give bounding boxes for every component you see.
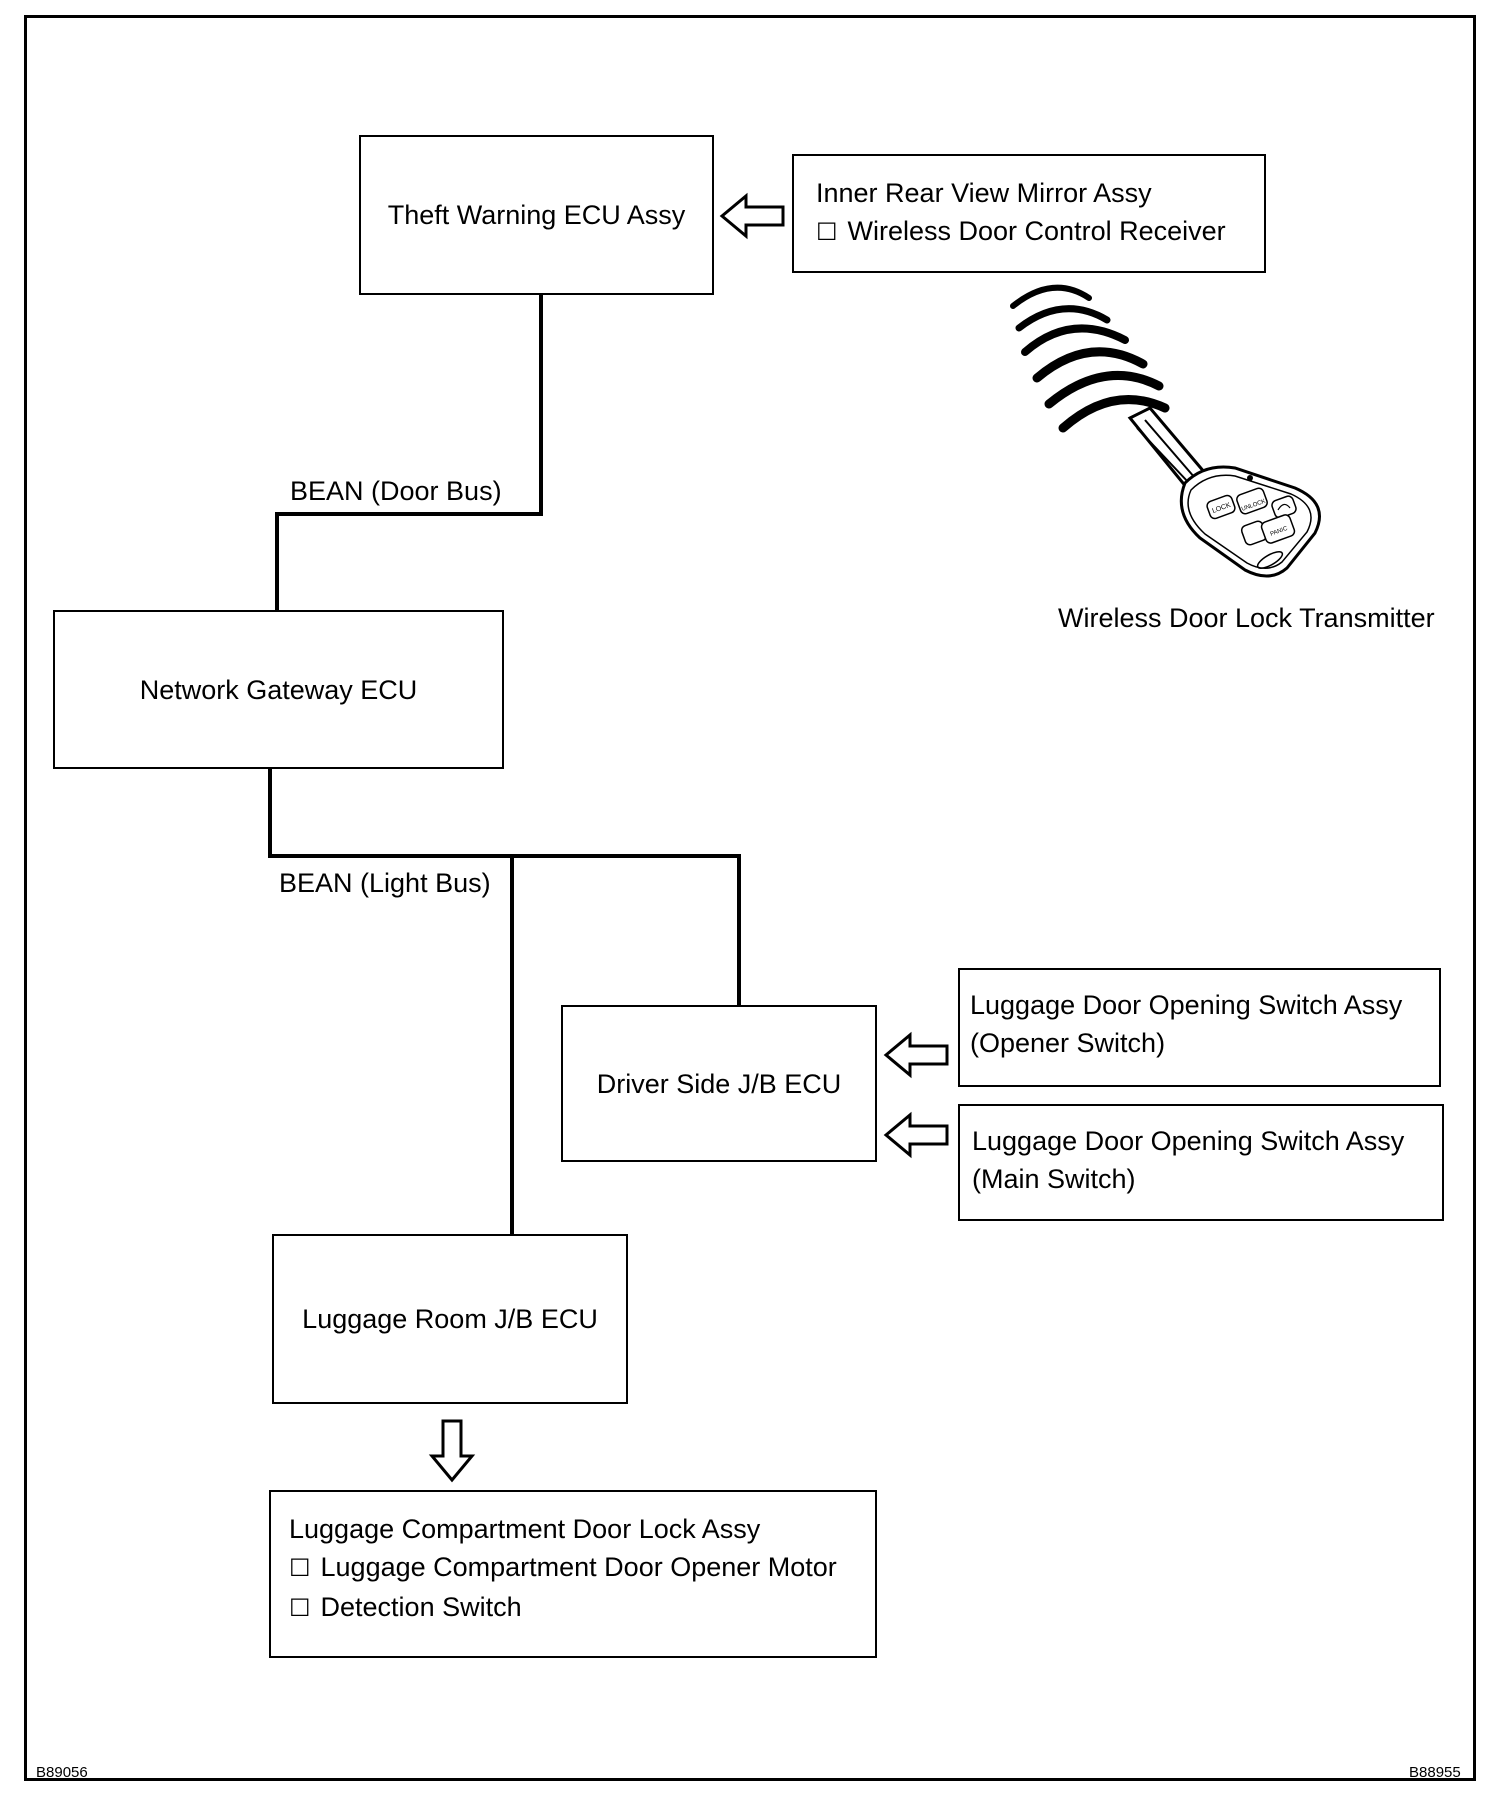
light-bus-label: BEAN (Light Bus) bbox=[279, 868, 491, 898]
arrow-mirror-to-theft bbox=[719, 192, 785, 240]
mirror-assy-box: Inner Rear View Mirror Assy ☐ Wireless Do… bbox=[792, 154, 1266, 273]
theft-warning-ecu-label: Theft Warning ECU Assy bbox=[387, 200, 686, 230]
driver-side-jb-ecu-box: Driver Side J/B ECU bbox=[561, 1005, 877, 1162]
main-switch-line2: (Main Switch) bbox=[972, 1164, 1136, 1194]
figure-code-left: B89056 bbox=[36, 1764, 88, 1781]
door-lock-item: ☐ Luggage Compartment Door Opener Motor bbox=[289, 1548, 875, 1588]
arrow-opener-to-driver bbox=[883, 1031, 949, 1079]
door-lock-item-text: Luggage Compartment Door Opener Motor bbox=[320, 1552, 837, 1582]
signal-wave-3 bbox=[1021, 324, 1129, 356]
opener-switch-box: Luggage Door Opening Switch Assy (Opener… bbox=[958, 968, 1441, 1087]
checkbox-icon: ☐ bbox=[289, 1555, 311, 1582]
theft-warning-ecu-box: Theft Warning ECU Assy bbox=[359, 135, 714, 295]
opener-switch-line1: Luggage Door Opening Switch Assy bbox=[970, 990, 1403, 1020]
key-fob: LOCK UNLOCK PANIC bbox=[1179, 465, 1321, 578]
arrow-room-to-doorlock bbox=[428, 1419, 476, 1483]
mirror-assy-item-text: Wireless Door Control Receiver bbox=[847, 216, 1226, 246]
main-switch-box: Luggage Door Opening Switch Assy (Main S… bbox=[958, 1104, 1444, 1221]
arrow-main-to-driver bbox=[883, 1111, 949, 1159]
luggage-room-jb-ecu-label: Luggage Room J/B ECU bbox=[302, 1304, 598, 1334]
mirror-assy-title: Inner Rear View Mirror Assy bbox=[816, 178, 1152, 208]
trunk-icon bbox=[1277, 503, 1291, 511]
mirror-assy-item: ☐ Wireless Door Control Receiver bbox=[816, 212, 1264, 252]
checkbox-icon: ☐ bbox=[816, 219, 838, 246]
light-bus-line-left bbox=[268, 767, 514, 1236]
door-lock-item: ☐ Detection Switch bbox=[289, 1588, 875, 1628]
signal-wave-1 bbox=[1010, 284, 1092, 309]
figure-code-right: B88955 bbox=[1409, 1764, 1461, 1781]
fob-button-panic: PANIC bbox=[1240, 514, 1296, 546]
luggage-room-jb-ecu-box: Luggage Room J/B ECU bbox=[272, 1234, 628, 1404]
door-lock-item-text: Detection Switch bbox=[320, 1592, 522, 1622]
driver-side-jb-ecu-label: Driver Side J/B ECU bbox=[596, 1068, 842, 1099]
opener-switch-line2: (Opener Switch) bbox=[970, 1028, 1166, 1058]
door-lock-assy-title: Luggage Compartment Door Lock Assy bbox=[289, 1514, 761, 1544]
signal-wave-6 bbox=[1058, 395, 1170, 433]
fob-panic-text: PANIC bbox=[1270, 526, 1289, 538]
signal-wave-5 bbox=[1044, 371, 1164, 409]
network-gateway-ecu-label: Network Gateway ECU bbox=[139, 674, 418, 705]
wireless-transmitter-illustration: LOCK UNLOCK PANIC bbox=[1010, 284, 1321, 578]
door-bus-label: BEAN (Door Bus) bbox=[290, 476, 502, 506]
diagram-frame bbox=[24, 15, 1476, 1781]
door-lock-assy-box: Luggage Compartment Door Lock Assy ☐ Lugg… bbox=[269, 1490, 877, 1658]
light-bus-line-right bbox=[512, 854, 741, 1006]
fob-button-lock: LOCK bbox=[1206, 494, 1236, 520]
fob-button-unlock: UNLOCK bbox=[1236, 487, 1268, 515]
led-indicator bbox=[1247, 475, 1253, 481]
signal-wave-4 bbox=[1032, 347, 1148, 383]
transmitter-label: Wireless Door Lock Transmitter bbox=[1058, 603, 1435, 633]
main-switch-line1: Luggage Door Opening Switch Assy bbox=[972, 1126, 1405, 1156]
signal-wave-2 bbox=[1015, 305, 1111, 332]
network-gateway-ecu-box: Network Gateway ECU bbox=[53, 610, 504, 769]
door-bus-line bbox=[275, 292, 543, 612]
checkbox-icon: ☐ bbox=[289, 1595, 311, 1622]
